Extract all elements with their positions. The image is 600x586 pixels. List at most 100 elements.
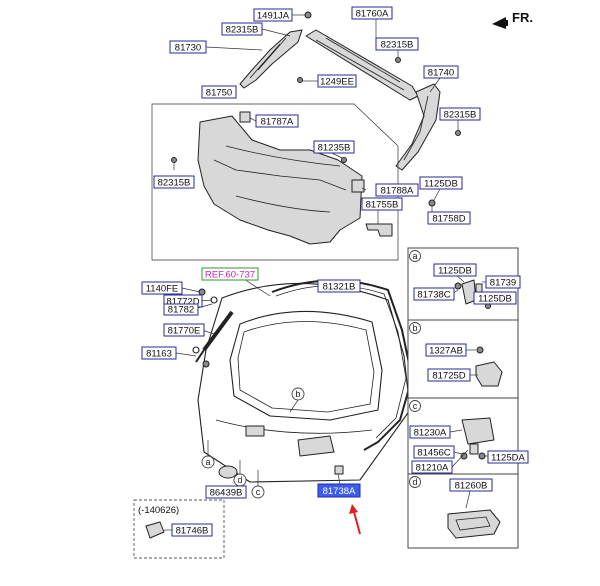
part-label-1327AB[interactable]: 1327AB [425, 343, 467, 357]
svg-text:81738A: 81738A [323, 486, 356, 497]
svg-text:81739: 81739 [490, 278, 516, 289]
inset-panel-b: b 1327AB 81725D [407, 319, 519, 399]
part-label-81456C[interactable]: 81456C [413, 445, 455, 459]
lift-strut-part [202, 310, 234, 352]
variant-outline [133, 499, 225, 559]
part-label-81755B[interactable]: 81755B [361, 197, 403, 211]
part-label-82315B[interactable]: 82315B [221, 22, 263, 36]
part-label-1125DA[interactable]: 1125DA [487, 450, 529, 464]
part-label-81758D[interactable]: 81758D [427, 211, 471, 225]
svg-text:81260B: 81260B [455, 481, 488, 492]
svg-text:82315B: 82315B [444, 110, 477, 121]
bushing-icon [192, 346, 200, 354]
left-side-trim-part [239, 29, 303, 89]
callout-a [201, 455, 215, 469]
screw-icon [297, 77, 303, 83]
part-label-1125DB[interactable]: 1125DB [419, 176, 463, 190]
front-label: FR. [512, 10, 533, 25]
part-label-81740[interactable]: 81740 [423, 65, 459, 79]
part-label-81782[interactable]: 81782 [163, 303, 199, 316]
front-direction-marker: FR. [492, 10, 533, 29]
upper-trim-group [239, 11, 461, 171]
callout-markers: b a d c [201, 387, 305, 499]
screw-icon [476, 346, 484, 354]
inset-panel-a: a 1125DB 81739 81738C 1125DB [407, 247, 521, 321]
clip-icon [455, 130, 461, 136]
part-label-81260B[interactable]: 81260B [449, 478, 493, 492]
svg-text:81321B: 81321B [323, 282, 356, 293]
svg-text:81772D: 81772D [166, 297, 199, 308]
svg-text:81755B: 81755B [366, 200, 399, 211]
bolt-icon [428, 199, 436, 207]
right-side-trim-part [395, 83, 441, 171]
svg-text:81788A: 81788A [381, 186, 414, 197]
svg-text:81740: 81740 [428, 68, 454, 79]
svg-text:82315B: 82315B [158, 178, 191, 189]
part-label-1140FE[interactable]: 1140FE [141, 281, 183, 295]
part-label-82315B[interactable]: 82315B [153, 175, 195, 189]
part-label-81760A[interactable]: 81760A [351, 6, 393, 20]
part-label-81730[interactable]: 81730 [169, 40, 207, 54]
svg-text:1327AB: 1327AB [429, 346, 463, 357]
actuator-part-icon [475, 361, 503, 387]
tailgate-assembly [192, 279, 414, 483]
inset-panel-d: d 81260B [407, 473, 519, 549]
callout-b [291, 387, 305, 401]
svg-text:81787A: 81787A [261, 117, 294, 128]
bolt-icon [202, 360, 210, 368]
trim-cover-icon [239, 111, 251, 123]
part-label-81739[interactable]: 81739 [485, 275, 521, 289]
part-label-81746B[interactable]: 81746B [171, 523, 213, 537]
svg-text:b: b [412, 323, 417, 333]
svg-text:b: b [295, 389, 300, 399]
svg-text:81163: 81163 [146, 349, 172, 360]
svg-text:81746B: 81746B [176, 526, 209, 537]
emblem-icon [218, 465, 238, 479]
svg-text:1491JA: 1491JA [257, 11, 290, 22]
part-label-1491JA[interactable]: 1491JA [253, 8, 293, 22]
part-label-1249EE[interactable]: 1249EE [317, 74, 357, 88]
clip-icon [171, 157, 177, 163]
part-label-86439B[interactable]: 86439B [205, 485, 247, 499]
svg-text:a: a [412, 251, 417, 261]
part-label-81770E[interactable]: 81770E [163, 323, 205, 337]
tailgate-trim-panel [171, 111, 436, 245]
svg-text:81758D: 81758D [432, 214, 465, 225]
handle-recess-part [245, 425, 265, 437]
part-label-81750[interactable]: 81750 [201, 85, 237, 99]
part-label-81235B[interactable]: 81235B [313, 140, 355, 154]
clip-icon [341, 157, 347, 163]
part-label-81788A[interactable]: 81788A [375, 183, 419, 197]
svg-text:81725D: 81725D [432, 371, 465, 382]
part-label-81321B[interactable]: 81321B [317, 279, 361, 293]
svg-text:81235B: 81235B [318, 143, 351, 154]
part-label-82315B[interactable]: 82315B [375, 37, 419, 51]
svg-text:81210A: 81210A [416, 463, 449, 474]
part-label-81210A[interactable]: 81210A [411, 460, 453, 474]
svg-text:c: c [413, 401, 418, 411]
reference-label[interactable]: REF.60-737 [201, 267, 259, 281]
part-label-81787A[interactable]: 81787A [255, 114, 299, 128]
part-label-81725D[interactable]: 81725D [427, 368, 471, 382]
part-label-81738C[interactable]: 81738C [413, 287, 455, 301]
tailgate-window-opening [229, 310, 383, 421]
part-label-82315B[interactable]: 82315B [439, 107, 481, 121]
svg-text:81738C: 81738C [417, 290, 450, 301]
svg-text:81760A: 81760A [356, 9, 389, 20]
bumper-stop-icon [334, 465, 344, 475]
highlight-arrow-icon [349, 504, 361, 535]
part-label-81230A[interactable]: 81230A [409, 425, 451, 439]
part-label-1125DB[interactable]: 1125DB [433, 263, 477, 277]
part-label-1125DB[interactable]: 1125DB [473, 291, 517, 305]
part-label-81738A-highlighted[interactable]: 81738A [317, 483, 361, 498]
svg-text:c: c [256, 487, 261, 497]
svg-text:81730: 81730 [175, 43, 201, 54]
clip-icon [395, 57, 401, 63]
part-label-81163[interactable]: 81163 [141, 346, 177, 360]
svg-text:82315B: 82315B [381, 40, 414, 51]
bolt-icon [454, 282, 462, 290]
callout-c [251, 485, 265, 499]
svg-text:REF.60-737: REF.60-737 [205, 270, 255, 281]
svg-text:1125DB: 1125DB [424, 179, 458, 190]
